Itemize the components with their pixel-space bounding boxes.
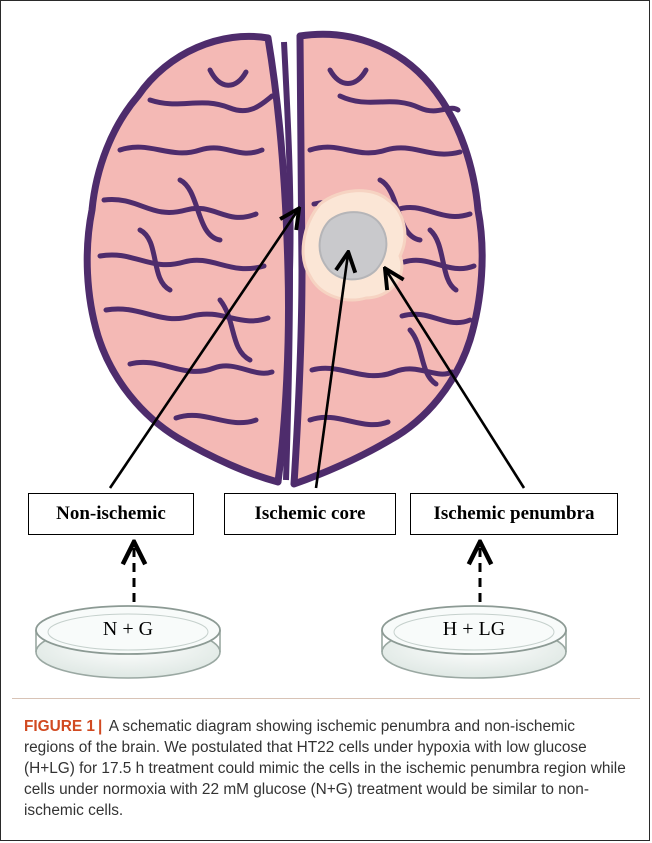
petri-dish-right (382, 606, 566, 678)
caption-figure-number: FIGURE 1 (24, 718, 95, 735)
dish-left-label: N + G (70, 618, 186, 641)
box-ischemic-penumbra-label: Ischemic penumbra (434, 503, 595, 525)
figure-diagram (0, 0, 652, 700)
petri-dish-left (36, 606, 220, 678)
box-non-ischemic: Non-ischemic (28, 493, 194, 535)
caption-text: A schematic diagram showing ischemic pen… (24, 718, 626, 819)
box-ischemic-core-label: Ischemic core (255, 503, 366, 525)
dashed-arrows (134, 544, 480, 602)
caption-divider (12, 698, 640, 699)
box-ischemic-core: Ischemic core (224, 493, 396, 535)
brain-illustration (87, 34, 482, 484)
caption-separator: | (95, 718, 105, 735)
box-non-ischemic-label: Non-ischemic (56, 503, 166, 525)
dish-right-label: H + LG (414, 618, 534, 641)
box-ischemic-penumbra: Ischemic penumbra (410, 493, 618, 535)
ischemic-core-region (320, 212, 387, 279)
figure-caption: FIGURE 1| A schematic diagram showing is… (24, 716, 628, 821)
